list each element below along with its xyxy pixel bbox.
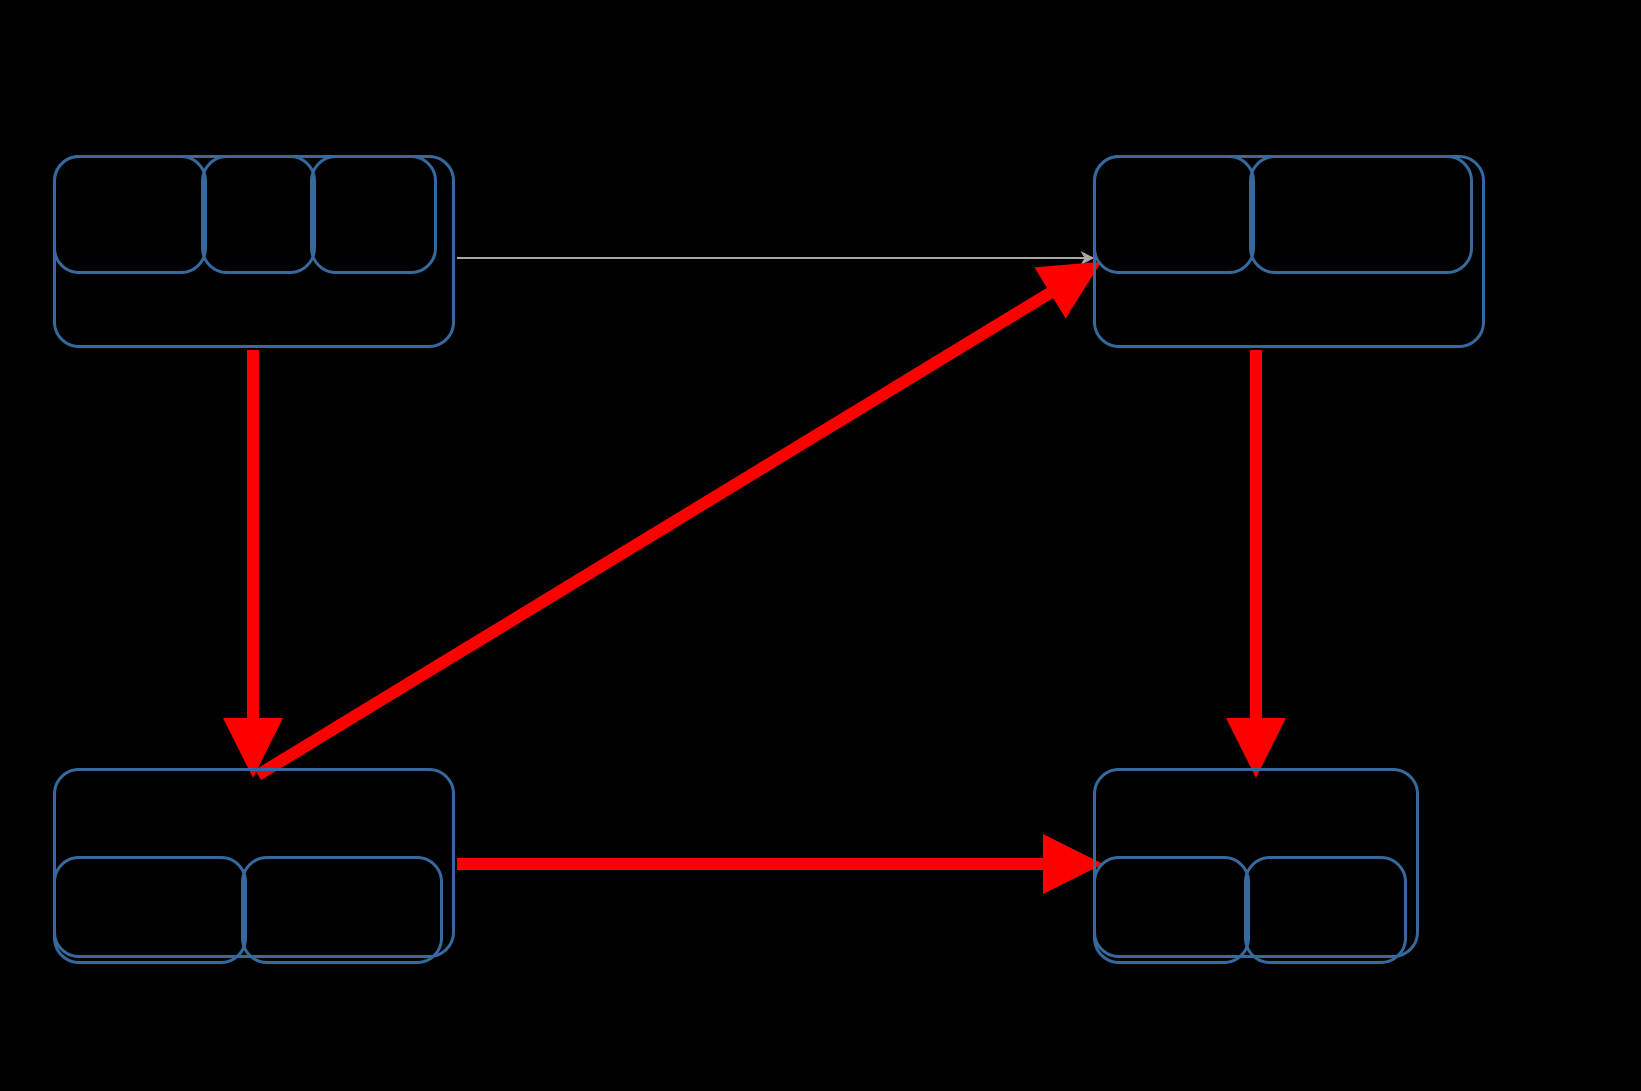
node-cell[interactable] (201, 155, 317, 274)
node-cell[interactable] (53, 856, 248, 964)
node-cell[interactable] (1249, 155, 1473, 274)
node-cell[interactable] (241, 856, 443, 964)
node-row (53, 155, 452, 274)
node-top-right[interactable] (1093, 155, 1485, 348)
node-row (56, 771, 452, 859)
node-cell[interactable] (1096, 271, 1482, 351)
node-bottom-left[interactable] (53, 768, 455, 964)
node-row (1096, 271, 1482, 351)
node-row (1093, 856, 1416, 964)
node-bottom-right[interactable] (1093, 768, 1419, 964)
node-row (53, 856, 452, 964)
node-cell[interactable] (56, 271, 452, 351)
node-cell[interactable] (56, 771, 452, 859)
node-cell[interactable] (1093, 856, 1250, 964)
node-row (56, 271, 452, 351)
node-row (1093, 155, 1482, 274)
node-cell[interactable] (310, 155, 437, 274)
node-cell[interactable] (1096, 771, 1416, 859)
node-top-left[interactable] (53, 155, 455, 348)
node-cell[interactable] (53, 155, 208, 274)
node-row (1096, 771, 1416, 859)
node-cell[interactable] (1243, 856, 1407, 964)
node-cell[interactable] (1093, 155, 1256, 274)
